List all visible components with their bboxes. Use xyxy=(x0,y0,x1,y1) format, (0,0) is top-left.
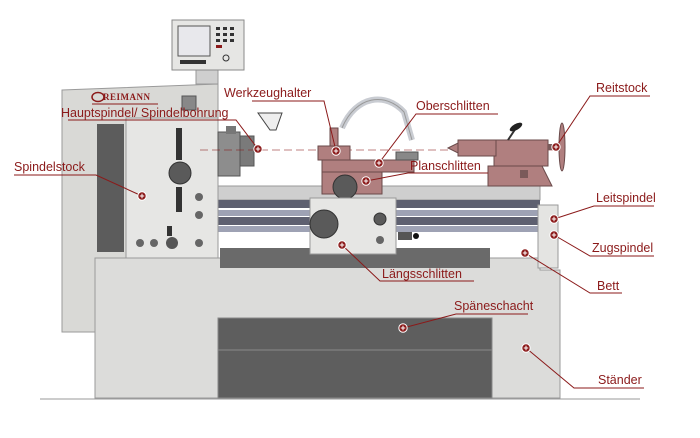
top-slide xyxy=(321,159,415,173)
headstock-dark-panel xyxy=(97,124,124,252)
apron-lever xyxy=(398,232,412,240)
apron-knob-1 xyxy=(373,212,387,226)
leader-hauptspindel xyxy=(68,119,259,150)
tailstock-quill xyxy=(457,139,497,157)
marker-bett xyxy=(520,248,530,258)
leader-planschlitten xyxy=(365,172,488,182)
label-bett: Bett xyxy=(597,279,620,293)
chuck-jaw-2 xyxy=(226,126,236,134)
leader-laengsschlitten xyxy=(341,244,474,282)
label-planschlitten: Planschlitten xyxy=(410,159,481,173)
leader-oberschlitten xyxy=(378,113,498,164)
control-panel-keys xyxy=(180,27,234,64)
leader-spaeneschacht xyxy=(402,313,528,329)
tailstock-clamp xyxy=(520,170,528,178)
label-reitstock: Reitstock xyxy=(596,81,648,95)
lathe-machine: REIMANN xyxy=(40,19,640,400)
marker-spindelstock xyxy=(137,191,147,201)
markers xyxy=(137,142,561,353)
coolant-hose-outline xyxy=(341,98,413,141)
label-spaeneschacht: Späneschacht xyxy=(454,299,534,313)
leader-werkzeughalter xyxy=(252,100,337,152)
label-laengsschlitten: Längsschlitten xyxy=(382,267,462,281)
label-zugspindel: Zugspindel xyxy=(592,241,653,255)
headstock-lever xyxy=(167,226,172,236)
marker-spaeneschacht xyxy=(398,323,408,333)
label-werkzeughalter: Werkzeughalter xyxy=(224,86,311,100)
apron-handwheel xyxy=(309,209,339,239)
headstock-knob xyxy=(168,161,192,185)
label-oberschlitten: Oberschlitten xyxy=(416,99,490,113)
brand-logo-mark xyxy=(91,91,105,103)
brand-name: REIMANN xyxy=(103,92,151,102)
headstock-button-3 xyxy=(195,239,203,247)
leader-reitstock xyxy=(555,95,650,148)
chuck-body xyxy=(217,131,241,177)
apron-knob-2 xyxy=(376,236,384,244)
leader-leitspindel xyxy=(553,205,654,220)
leader-staender xyxy=(525,347,644,389)
tailstock-center xyxy=(446,142,459,154)
tool-bit xyxy=(329,127,339,147)
top-slide-crank xyxy=(395,151,419,161)
leader-zugspindel xyxy=(553,234,654,257)
tailstock-lever-knob xyxy=(509,122,523,132)
labels: Werkzeughalter Hauptspindel/ Spindelbohr… xyxy=(14,81,656,387)
chip-chute xyxy=(217,317,493,399)
tailstock-body xyxy=(493,139,549,167)
leader-bett xyxy=(524,252,622,294)
headstock-knob-small-1 xyxy=(195,193,203,201)
chuck-guard xyxy=(257,112,283,131)
label-leitspindel: Leitspindel xyxy=(596,191,656,205)
leader-spindelstock xyxy=(14,174,143,197)
headstock-square-button xyxy=(181,95,197,111)
marker-hauptspindel xyxy=(253,144,263,154)
control-panel-screen xyxy=(177,25,211,57)
marker-planschlitten xyxy=(361,176,371,186)
headstock-knob-small-2 xyxy=(195,211,203,219)
label-spindelstock: Spindelstock xyxy=(14,160,86,174)
headstock-slot-1 xyxy=(176,128,182,160)
marker-leitspindel xyxy=(549,214,559,224)
leader-lines xyxy=(14,95,654,389)
marker-oberschlitten xyxy=(374,158,384,168)
marker-reitstock xyxy=(551,142,561,152)
cross-slide-handwheel xyxy=(332,174,358,200)
marker-werkzeughalter xyxy=(331,146,341,156)
marker-staender xyxy=(521,343,531,353)
headstock-button-1 xyxy=(136,239,144,247)
headstock-knob-2 xyxy=(166,237,178,249)
marker-laengsschlitten xyxy=(337,240,347,250)
label-hauptspindel: Hauptspindel/ Spindelbohrung xyxy=(61,106,229,120)
marker-zugspindel xyxy=(549,230,559,240)
headstock-button-2 xyxy=(150,239,158,247)
label-staender: Ständer xyxy=(598,373,642,387)
headstock-slot-2 xyxy=(176,187,182,212)
apron-lever-ball xyxy=(413,233,419,239)
